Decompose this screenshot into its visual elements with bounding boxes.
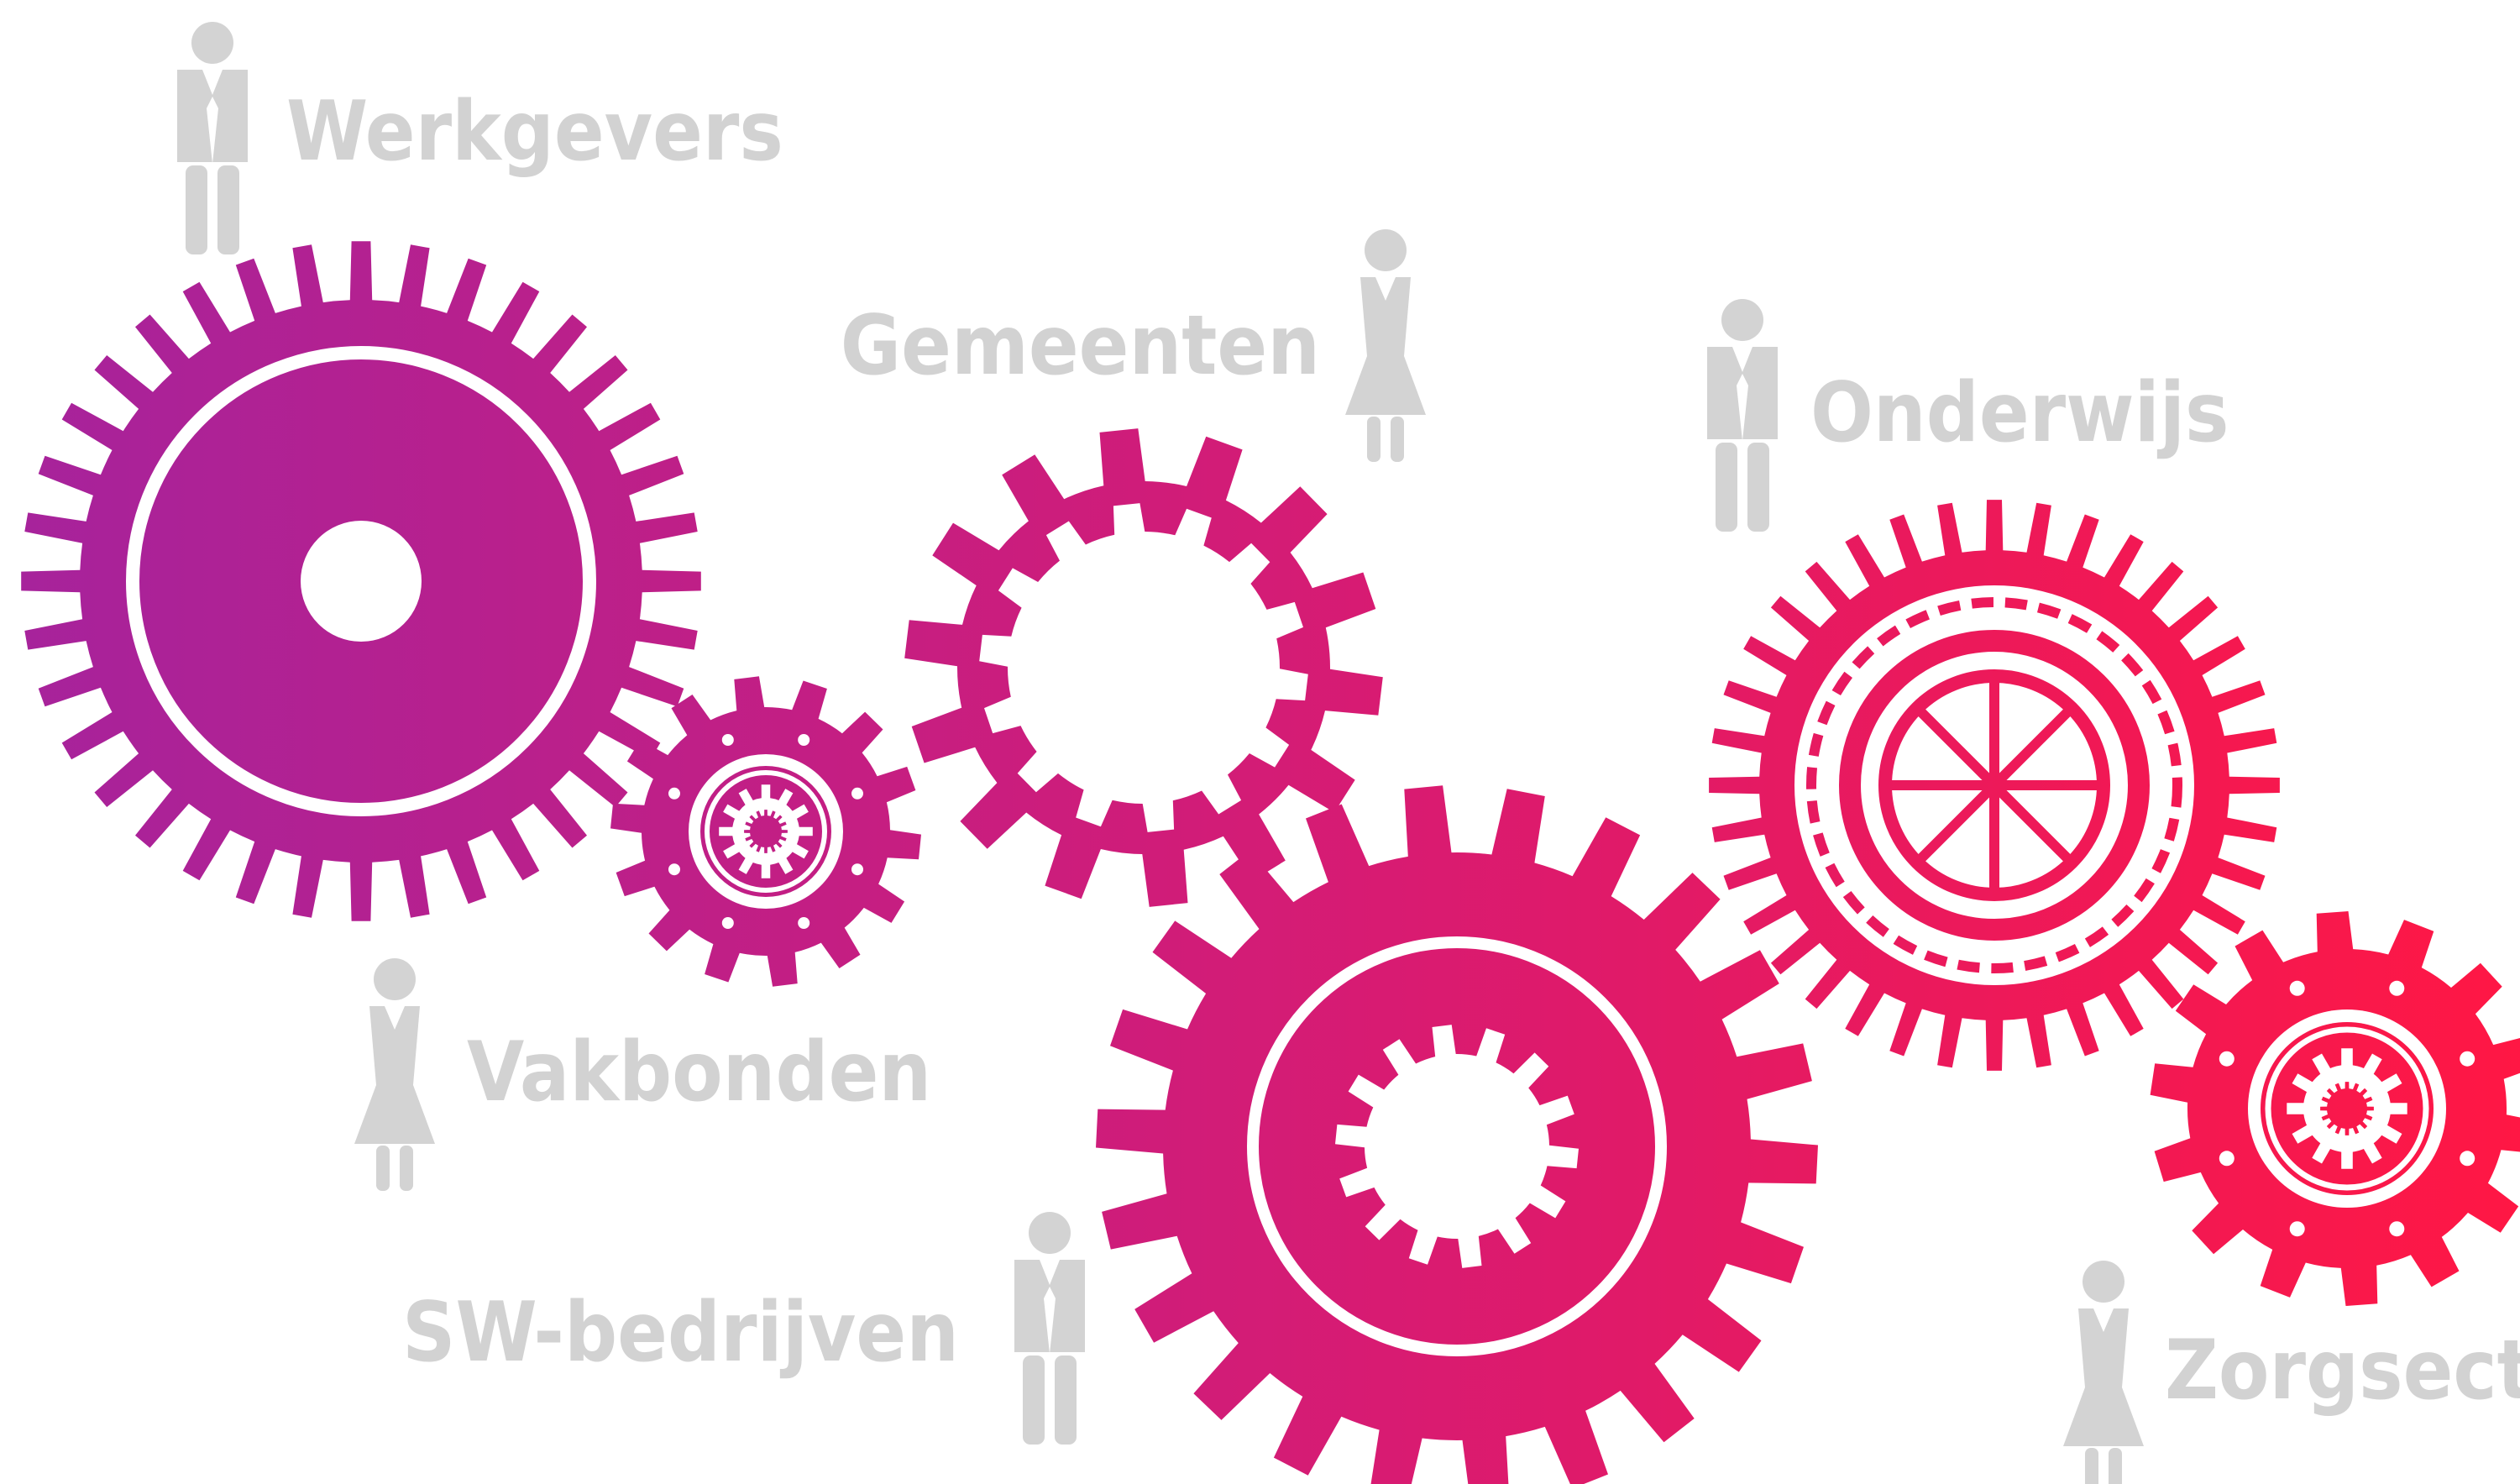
gear-inner-ring bbox=[705, 770, 827, 893]
gear-inner-ring bbox=[1839, 630, 2150, 941]
gear-spoke bbox=[1913, 704, 1999, 789]
gear-top-middle bbox=[904, 428, 1383, 907]
woman-figure-icon bbox=[354, 958, 435, 1191]
gear-body bbox=[1096, 785, 1818, 1484]
gear-core-cog bbox=[2320, 1082, 2374, 1135]
stakeholder-label-zorgsector: Zorgsector bbox=[2165, 1323, 2520, 1418]
gear-body bbox=[904, 428, 1383, 907]
gear-dot bbox=[721, 734, 734, 746]
gear-hub-hole bbox=[301, 521, 422, 642]
gear-dot bbox=[851, 787, 863, 800]
gear-dot bbox=[668, 787, 680, 800]
woman-figure-icon bbox=[2063, 1261, 2144, 1484]
gear-core-cog bbox=[744, 810, 788, 853]
gear-dashed-ring bbox=[1806, 597, 2182, 973]
woman-figure-icon bbox=[1345, 229, 1426, 462]
gear-dot bbox=[798, 734, 810, 746]
gear-dot bbox=[2460, 1051, 2475, 1067]
gear-ring bbox=[126, 346, 596, 816]
man-figure-icon bbox=[1707, 299, 1778, 532]
gear-spoke bbox=[1990, 781, 2076, 867]
stakeholder-label-sw-bedrijven: SW-bedrijven bbox=[402, 1285, 959, 1381]
gear-small-right bbox=[2150, 911, 2520, 1306]
man-figure-icon bbox=[1014, 1212, 1085, 1445]
gear-dot bbox=[2389, 980, 2405, 996]
gear-spoke bbox=[1913, 781, 1999, 867]
gears-group bbox=[21, 241, 2520, 1484]
gear-large-bottom bbox=[1096, 785, 1818, 1484]
gear-inner-ring bbox=[2265, 1026, 2429, 1191]
stakeholder-label-gemeenten: Gemeenten bbox=[841, 298, 1320, 394]
gear-ring bbox=[1247, 936, 1667, 1356]
gear-dot bbox=[2389, 1221, 2405, 1237]
gear-dot bbox=[2219, 1151, 2234, 1167]
gear-dot bbox=[668, 863, 680, 876]
gear-large-left bbox=[21, 241, 701, 921]
man-figure-icon bbox=[177, 22, 248, 254]
gear-dot bbox=[2289, 980, 2305, 996]
stakeholder-label-onderwijs: Onderwijs bbox=[1810, 365, 2229, 461]
gear-spoke bbox=[1990, 704, 2076, 789]
gear-small-left bbox=[610, 676, 921, 987]
stakeholder-label-werkgevers: Werkgevers bbox=[286, 84, 783, 180]
stakeholder-label-vakbonden: Vakbonden bbox=[467, 1025, 931, 1120]
gear-spoked-right bbox=[1709, 500, 2280, 1071]
gear-dot bbox=[851, 863, 863, 876]
gear-dot bbox=[2219, 1051, 2234, 1067]
gear-teeth-rim bbox=[1709, 500, 2280, 1071]
gear-dot bbox=[721, 917, 734, 929]
gear-dot bbox=[2460, 1151, 2475, 1167]
gear-hub bbox=[1983, 773, 2006, 797]
gear-dot bbox=[798, 917, 810, 929]
gear-dot bbox=[2289, 1221, 2305, 1237]
